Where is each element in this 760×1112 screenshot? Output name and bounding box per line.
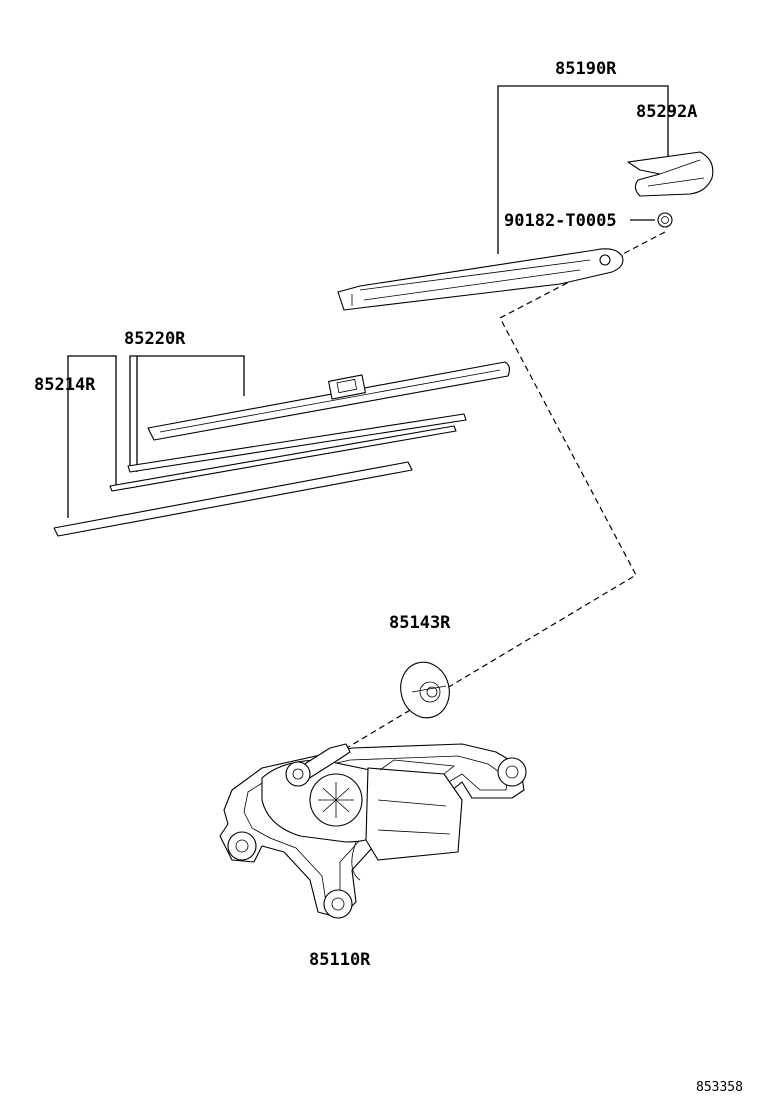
pivot-cap-part [400,661,450,719]
leader-lines [67,85,669,518]
wiper-blade-part [147,361,511,441]
cover-part [627,151,714,197]
blade-rubber-part [53,413,467,537]
alignment-dashed-line [339,231,666,753]
label-blade: 85220R [124,329,186,349]
label-motor: 85110R [309,950,371,970]
nut-part [657,212,673,228]
wiper-arm-part [337,248,624,311]
diagram-code: 853358 [696,1080,743,1095]
label-arm: 85190R [555,59,617,79]
label-nut: 90182-T0005 [504,211,617,231]
wiper-motor-part [219,743,527,919]
label-rubber: 85214R [34,375,96,395]
label-cap: 85143R [389,613,451,633]
label-cover: 85292A [636,102,697,122]
